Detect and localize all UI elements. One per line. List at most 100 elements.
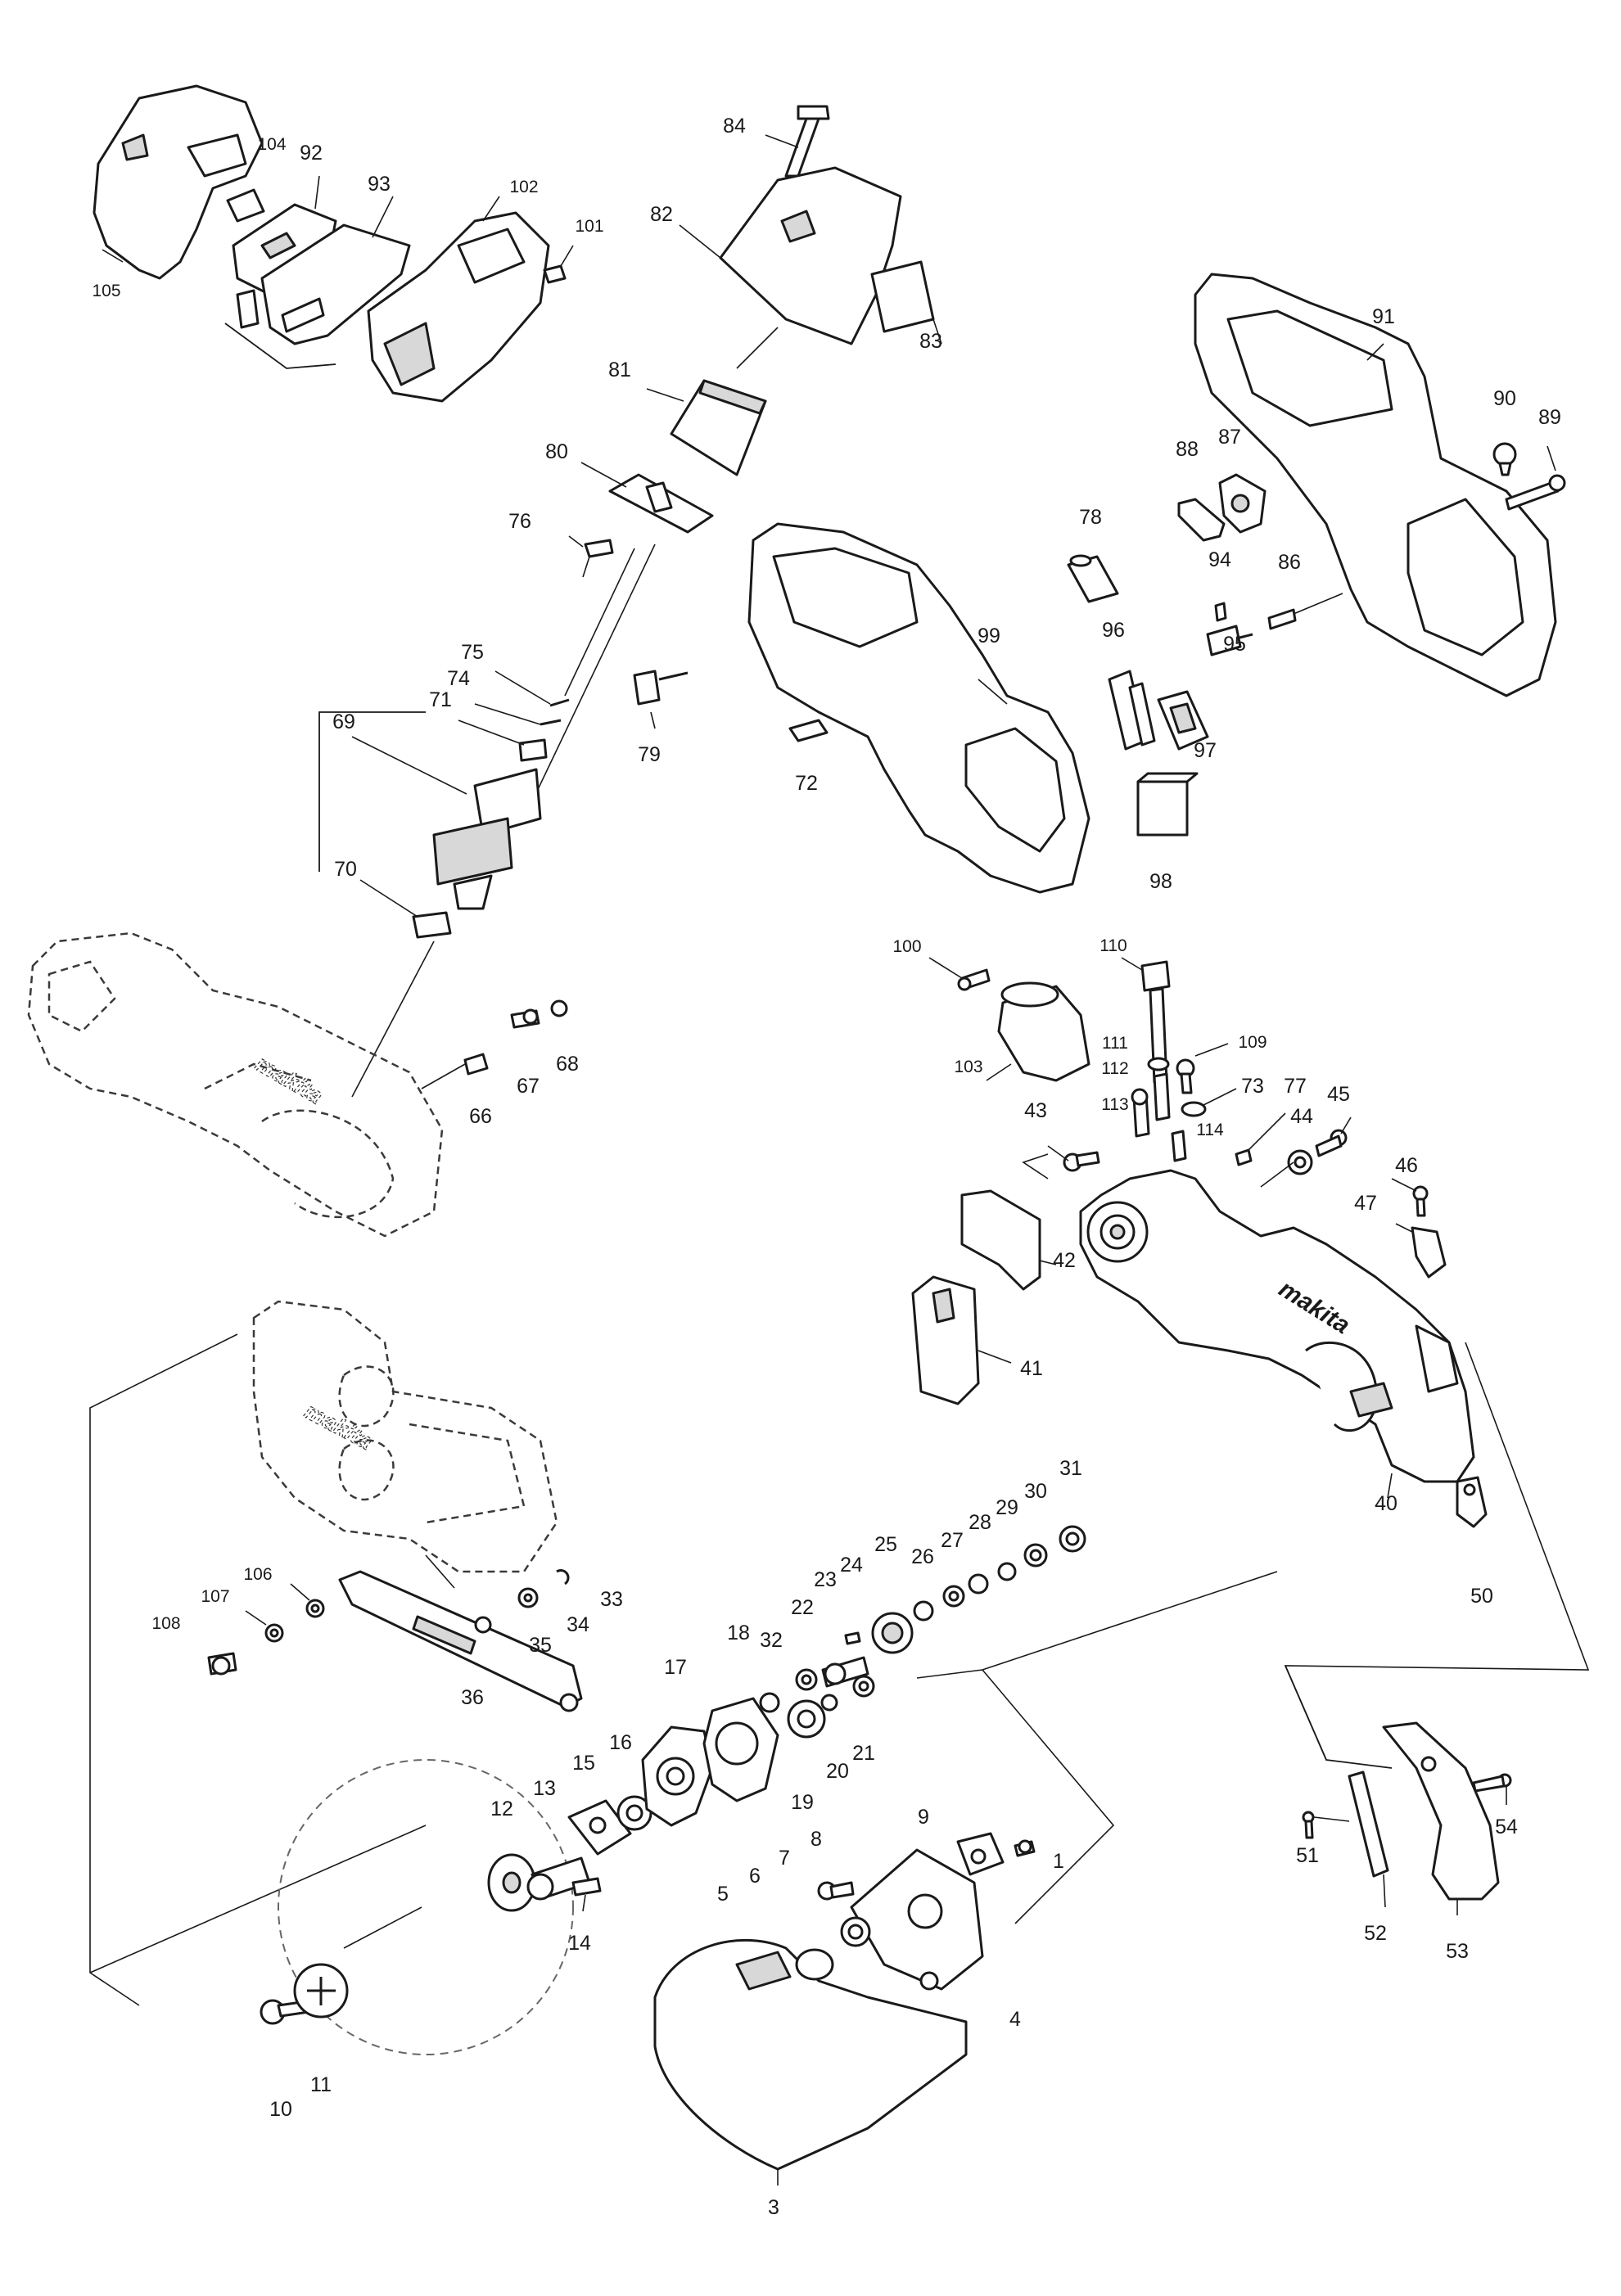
- lever-50: [1456, 1476, 1488, 1528]
- part-label-41: 41: [1020, 1357, 1043, 1380]
- washer-73: [1181, 1088, 1237, 1117]
- part-label-33: 33: [600, 1588, 623, 1611]
- lever-88: [1177, 498, 1226, 542]
- part-label-82: 82: [650, 203, 673, 226]
- part-label-90: 90: [1493, 387, 1516, 410]
- lock-47: [1395, 1223, 1447, 1279]
- ghost-brand-mark: makita: [251, 1050, 327, 1108]
- ring-32: [759, 1692, 780, 1713]
- screw-76: [568, 535, 614, 578]
- inner-flange-12: [487, 1853, 536, 1912]
- lock-button-87: [1218, 473, 1267, 534]
- part-label-87: 87: [1218, 426, 1241, 449]
- part-label-19: 19: [791, 1791, 814, 1814]
- plug-90: [1492, 442, 1517, 476]
- bracket-42: [960, 1153, 1057, 1291]
- bushing-6: [840, 1916, 871, 1947]
- part-label-18: 18: [727, 1622, 750, 1644]
- controller-98: [1136, 772, 1199, 837]
- part-label-46: 46: [1395, 1154, 1418, 1177]
- part-label-92: 92: [300, 142, 323, 165]
- bolt-84: [765, 105, 830, 178]
- part-label-102: 102: [509, 178, 538, 196]
- screw-7: [817, 1881, 855, 1901]
- part-label-80: 80: [545, 440, 568, 463]
- key-24: [844, 1631, 861, 1645]
- part-label-89: 89: [1538, 406, 1561, 429]
- part-label-16: 16: [609, 1731, 632, 1754]
- spring-66: [421, 1053, 489, 1089]
- cover-82: [679, 166, 902, 369]
- part-label-44: 44: [1290, 1105, 1313, 1128]
- part-label-7: 7: [779, 1847, 790, 1870]
- ring-29: [997, 1562, 1017, 1581]
- part-label-45: 45: [1327, 1083, 1350, 1106]
- part-label-74: 74: [447, 667, 470, 690]
- gear-housing-cover-17: [641, 1725, 714, 1827]
- rear-cover-105: [93, 84, 264, 280]
- part-label-50: 50: [1470, 1585, 1493, 1608]
- cam-9: [956, 1832, 1005, 1876]
- spring-94: [1214, 602, 1227, 622]
- handle-half-99: [747, 522, 1090, 894]
- part-label-11: 11: [310, 2073, 332, 2096]
- part-label-109: 109: [1238, 1033, 1267, 1052]
- part-label-77: 77: [1284, 1075, 1307, 1098]
- spring-112: [1153, 1072, 1171, 1121]
- part-label-10: 10: [269, 2098, 292, 2121]
- bearing-30: [1023, 1543, 1048, 1568]
- washer-111: [1147, 1057, 1170, 1071]
- part-label-15: 15: [572, 1752, 595, 1775]
- motor-housing-102: [367, 196, 550, 403]
- part-label-86: 86: [1278, 551, 1301, 574]
- part-label-8: 8: [810, 1828, 822, 1851]
- screw-109: [1176, 1043, 1229, 1094]
- part-label-104: 104: [257, 135, 286, 154]
- dust-nozzle-103: [986, 981, 1090, 1082]
- nut-44: [1260, 1149, 1313, 1188]
- screw-14: [571, 1877, 602, 1912]
- part-label-3: 3: [768, 2196, 779, 2219]
- part-label-111: 111: [1102, 1034, 1128, 1053]
- part-label-13: 13: [533, 1777, 556, 1800]
- pad-104: [226, 188, 265, 223]
- part-label-6: 6: [749, 1865, 761, 1888]
- bevel-gear-25: [871, 1612, 914, 1654]
- gear-housing-40: makita: [1079, 1169, 1590, 1761]
- handle-half-91: [1194, 273, 1557, 697]
- washer-27: [942, 1585, 965, 1608]
- part-label-73: 73: [1241, 1075, 1264, 1098]
- part-label-106: 106: [243, 1565, 272, 1584]
- part-label-84: 84: [723, 115, 746, 138]
- part-label-5: 5: [717, 1883, 729, 1906]
- screw-101: [543, 245, 574, 284]
- ghost-brand-mark-2: makita: [300, 1398, 377, 1455]
- ring-75: [494, 548, 635, 707]
- screw-89: [1505, 445, 1566, 511]
- part-label-23: 23: [814, 1568, 837, 1591]
- safety-cover-bracket: [1285, 1665, 1393, 1769]
- blade-guard-3: [653, 1938, 968, 2185]
- part-label-51: 51: [1296, 1844, 1319, 1867]
- part-label-4: 4: [1009, 2008, 1021, 2031]
- screw-77: [1235, 1112, 1286, 1166]
- bracket-96: [1108, 670, 1156, 751]
- part-label-113: 113: [1101, 1095, 1128, 1114]
- part-label-100: 100: [892, 937, 921, 956]
- screw-43: [1047, 1145, 1100, 1172]
- part-label-101: 101: [575, 217, 603, 236]
- part-label-35: 35: [529, 1634, 552, 1657]
- washer-34: [517, 1587, 539, 1608]
- part-label-76: 76: [508, 510, 531, 533]
- part-label-28: 28: [969, 1511, 991, 1534]
- screw-51: [1302, 1811, 1315, 1839]
- shaft-23: [821, 1656, 869, 1688]
- part-label-26: 26: [911, 1545, 934, 1568]
- part-label-21: 21: [852, 1742, 875, 1765]
- part-label-81: 81: [608, 359, 631, 381]
- part-label-94: 94: [1208, 548, 1231, 571]
- sleeve-78: [1067, 554, 1119, 603]
- bearing-71: [458, 719, 548, 762]
- plate-8: [850, 1848, 984, 1991]
- part-label-27: 27: [941, 1529, 964, 1552]
